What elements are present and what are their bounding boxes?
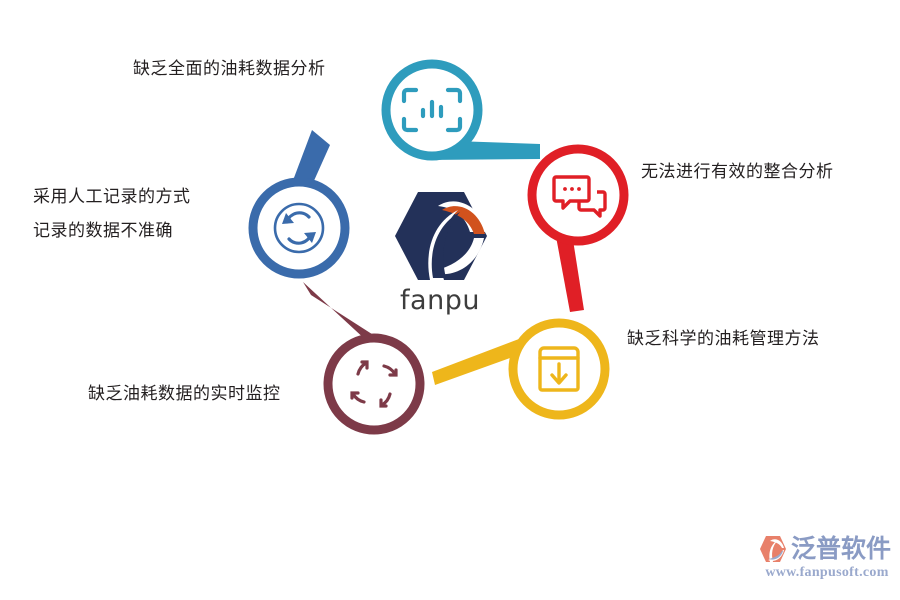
label-management-method: 缺乏科学的油耗管理方法 (627, 329, 820, 348)
sync-refresh-icon (273, 202, 325, 254)
archive-download-icon (538, 346, 580, 392)
fanpu-hexagon-logo (395, 192, 487, 280)
node-realtime-monitor[interactable] (323, 333, 425, 435)
watermark-company: 泛普软件 (791, 534, 892, 563)
node-manual-record[interactable] (248, 177, 350, 279)
brand-name: fanpu (400, 285, 480, 316)
label-analysis: 缺乏全面的油耗数据分析 (133, 59, 326, 78)
fanpusoft-logo (760, 536, 786, 562)
label-integration: 无法进行有效的整合分析 (641, 162, 834, 181)
bar-chart-icon (401, 87, 463, 133)
watermark-url: www.fanpusoft.com (765, 565, 889, 580)
brand-block: fanpu (372, 188, 508, 316)
node-integration[interactable] (527, 144, 629, 246)
watermark: 泛普软件 www.fanpusoft.com (757, 534, 897, 590)
chat-bubbles-icon (552, 175, 607, 218)
label-manual-record-line1: 采用人工记录的方式 (33, 187, 191, 206)
label-manual-record: 采用人工记录的方式 记录的数据不准确 (33, 180, 191, 248)
node-analysis[interactable] (381, 59, 483, 161)
recycle-arrows-icon (350, 360, 398, 408)
node-management-method[interactable] (508, 318, 610, 420)
label-manual-record-line2: 记录的数据不准确 (33, 221, 173, 240)
label-realtime-monitor: 缺乏油耗数据的实时监控 (88, 384, 281, 403)
